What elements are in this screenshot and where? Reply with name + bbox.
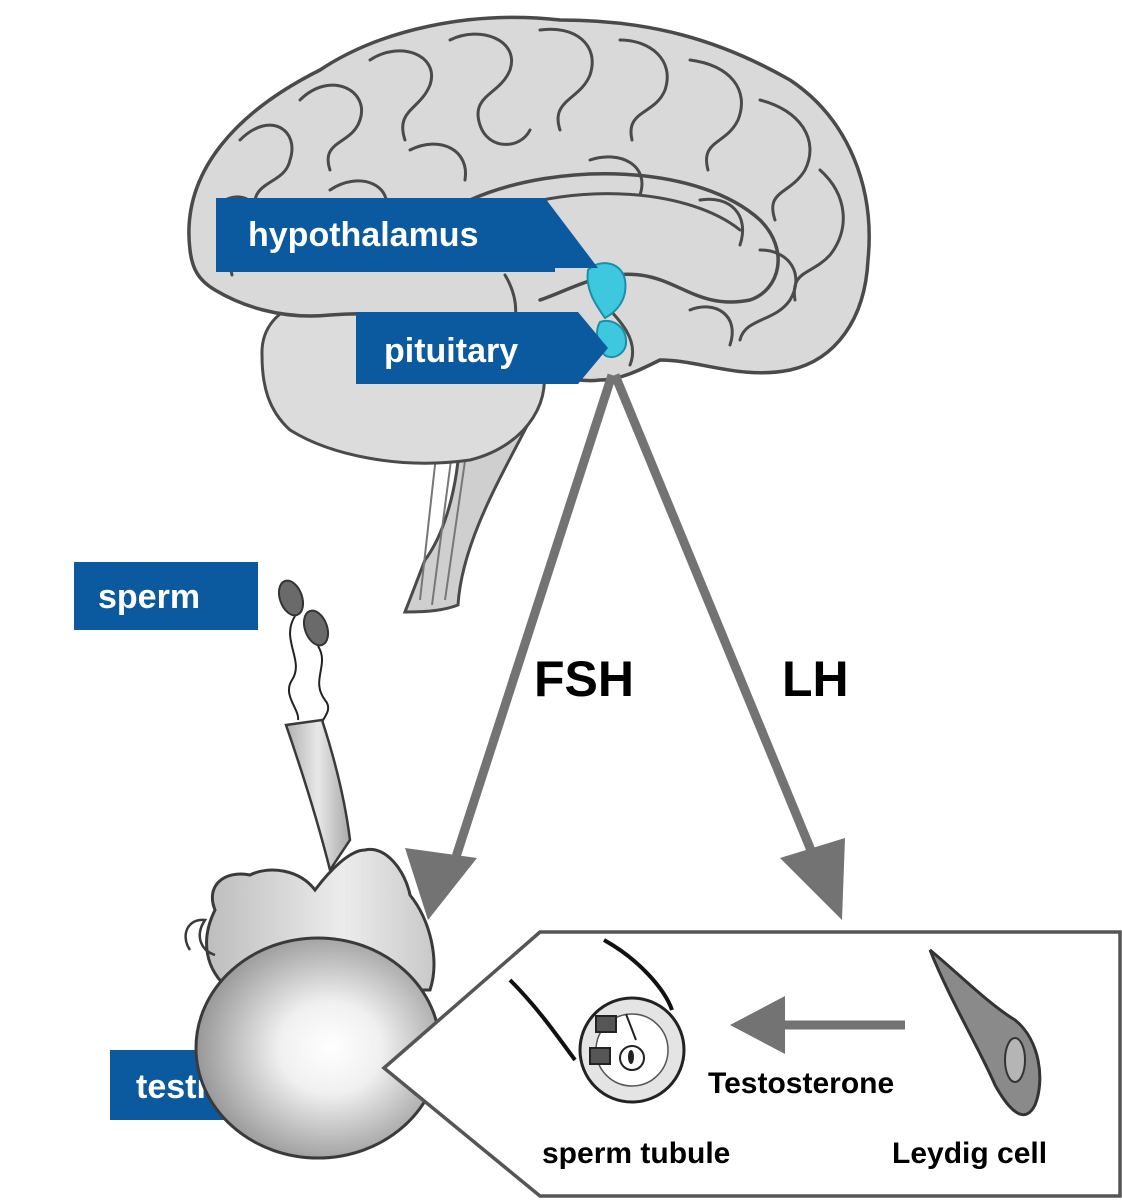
fsh-arrow (405, 373, 617, 920)
leydig-cell-drawing (928, 948, 1042, 1117)
lh-arrow (610, 373, 845, 920)
testis (184, 718, 442, 1160)
lh-label: LH (782, 651, 849, 707)
pituitary-label: pituitary (384, 332, 518, 370)
hypothalamus-tag: hypothalamus (216, 198, 598, 272)
hypothalamus-label: hypothalamus (248, 216, 478, 254)
sperm-label: sperm (98, 578, 200, 616)
testosterone-arrow (730, 996, 905, 1054)
fsh-label: FSH (534, 651, 634, 707)
inset-callout: Testosterone sperm tubule Leydig cell (381, 930, 1122, 1198)
testosterone-label: Testosterone (708, 1067, 894, 1100)
pituitary-tag: pituitary (356, 312, 608, 384)
sperm-tubule-label: sperm tubule (542, 1137, 730, 1170)
sperm-tubule-drawing (508, 938, 686, 1104)
sperm-tag: sperm (74, 562, 258, 630)
hypothalamus-gland (586, 262, 627, 320)
sperm-cells (277, 579, 330, 729)
leydig-cell-label: Leydig cell (892, 1137, 1047, 1170)
